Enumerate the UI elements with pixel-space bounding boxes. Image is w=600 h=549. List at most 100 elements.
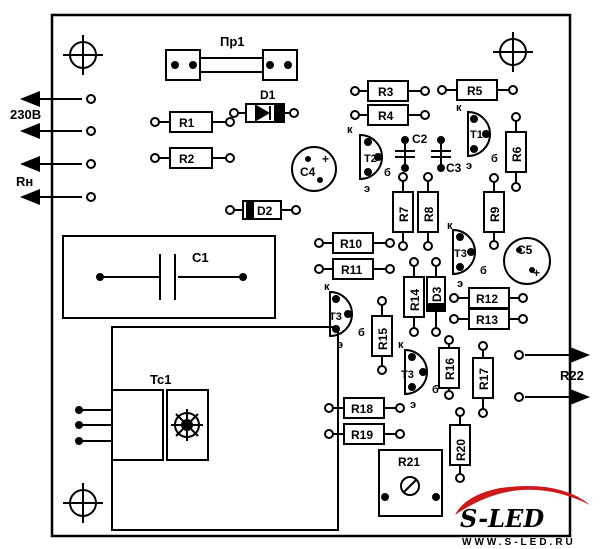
resistor-r16 xyxy=(438,335,460,400)
c4-plus: + xyxy=(322,152,329,166)
s-led-logo: S-LED WWW.S-LED.RU xyxy=(455,486,590,548)
resistor-r17 xyxy=(472,341,494,418)
resistor-r11 xyxy=(314,258,395,280)
diode-d1 xyxy=(229,103,299,123)
t3-upper-pin-e: э xyxy=(457,278,463,290)
r9-label: R9 xyxy=(488,206,502,222)
c3-label: C3 xyxy=(446,161,462,175)
r17-label: R17 xyxy=(477,368,491,390)
t2-pin-e: э xyxy=(364,183,370,195)
mains-voltage-label: 230В xyxy=(10,107,41,122)
resistor-r1 xyxy=(150,111,235,133)
r10-label: R10 xyxy=(340,237,362,251)
r12-label: R12 xyxy=(476,292,498,306)
resistor-r14 xyxy=(403,257,425,337)
load-label: Rн xyxy=(16,174,33,189)
resistor-r5 xyxy=(437,79,518,101)
t3-left-label: T3 xyxy=(329,311,342,323)
resistor-r9 xyxy=(483,173,505,250)
d3-label: D3 xyxy=(430,286,444,302)
resistor-r2 xyxy=(150,147,235,169)
capacitor-c5 xyxy=(503,237,551,285)
output-terminals xyxy=(514,347,590,405)
transistor-t2 xyxy=(359,133,383,181)
resistor-r8 xyxy=(417,172,439,251)
r2-label: R2 xyxy=(179,152,195,166)
t3-lower-label: T3 xyxy=(401,369,414,381)
t1-label: T1 xyxy=(470,129,483,141)
t3-left-pin-b: б xyxy=(358,327,365,339)
mounting-hole-bl xyxy=(63,483,103,523)
r20-label: R20 xyxy=(454,439,468,461)
t3-lower-pin-e: э xyxy=(410,399,416,411)
c2-label: C2 xyxy=(412,132,428,146)
r7-label: R7 xyxy=(397,206,411,222)
d2-label: D2 xyxy=(257,204,273,218)
t3-upper-label: T3 xyxy=(454,248,467,260)
trimmer-r21 xyxy=(378,449,443,517)
t3-lower-pin-b: б xyxy=(432,384,439,396)
t1-pin-e: э xyxy=(466,160,472,172)
r5-label: R5 xyxy=(467,84,483,98)
r1-label: R1 xyxy=(179,116,195,130)
d1-label: D1 xyxy=(260,88,276,102)
r15-label: R15 xyxy=(376,328,390,350)
resistor-r10 xyxy=(314,232,395,254)
capacitor-c2 xyxy=(395,136,415,172)
resistor-r15 xyxy=(371,296,393,375)
resistor-r7 xyxy=(392,172,414,251)
mains-terminals xyxy=(20,91,96,205)
r21-label: R21 xyxy=(398,455,420,469)
capacitor-c1 xyxy=(62,235,276,319)
transistor-t3-left xyxy=(329,290,353,338)
t1-pin-k: к xyxy=(456,102,462,114)
t3-upper-pin-b: б xyxy=(480,265,487,277)
r3-label: R3 xyxy=(378,85,394,99)
svg-text:WWW.S-LED.RU: WWW.S-LED.RU xyxy=(462,537,576,548)
svg-text:S-LED: S-LED xyxy=(460,504,544,533)
resistor-r13 xyxy=(449,308,528,330)
t3-left-pin-e: э xyxy=(337,339,343,351)
resistor-r6 xyxy=(505,112,527,192)
fuse-pr1 xyxy=(165,49,298,81)
transformer-tc1 xyxy=(75,326,339,531)
r19-label: R19 xyxy=(351,428,373,442)
t1-pin-b: б xyxy=(491,153,498,165)
transistor-t3-lower xyxy=(404,348,428,396)
r4-label: R4 xyxy=(378,109,394,123)
transformer-label: Tc1 xyxy=(150,372,171,387)
capacitor-c3 xyxy=(431,136,451,172)
fuse-label: Пр1 xyxy=(220,34,245,49)
resistor-r20 xyxy=(449,407,471,483)
resistor-r12 xyxy=(449,287,528,309)
t3-left-pin-k: к xyxy=(324,281,330,293)
c5-plus: + xyxy=(533,266,540,280)
t3-lower-pin-k: к xyxy=(398,339,404,351)
diode-d3 xyxy=(426,257,446,337)
r13-label: R13 xyxy=(476,313,498,327)
transistor-t1 xyxy=(467,110,491,158)
c5-label: C5 xyxy=(517,243,533,257)
resistor-r18 xyxy=(324,397,405,419)
c4-label: C4 xyxy=(300,165,316,179)
t2-pin-k: к xyxy=(347,124,353,136)
r18-label: R18 xyxy=(351,402,373,416)
t3-upper-pin-k: к xyxy=(447,220,453,232)
pcb-outline xyxy=(50,13,572,538)
r11-label: R11 xyxy=(341,263,363,277)
r14-label: R14 xyxy=(408,289,422,311)
resistor-r19 xyxy=(324,423,405,445)
c1-label: C1 xyxy=(192,250,209,265)
mounting-hole-tr xyxy=(493,32,533,72)
t2-pin-b: б xyxy=(384,167,391,179)
resistor-r4 xyxy=(350,104,430,126)
t2-label: T2 xyxy=(364,153,377,165)
mounting-hole-tl xyxy=(63,35,103,75)
r16-label: R16 xyxy=(443,358,457,380)
output-label: R22 xyxy=(560,368,584,383)
r6-label: R6 xyxy=(510,146,524,162)
diode-d2 xyxy=(225,200,301,220)
r8-label: R8 xyxy=(422,206,436,222)
transistor-t3-upper xyxy=(452,228,476,276)
